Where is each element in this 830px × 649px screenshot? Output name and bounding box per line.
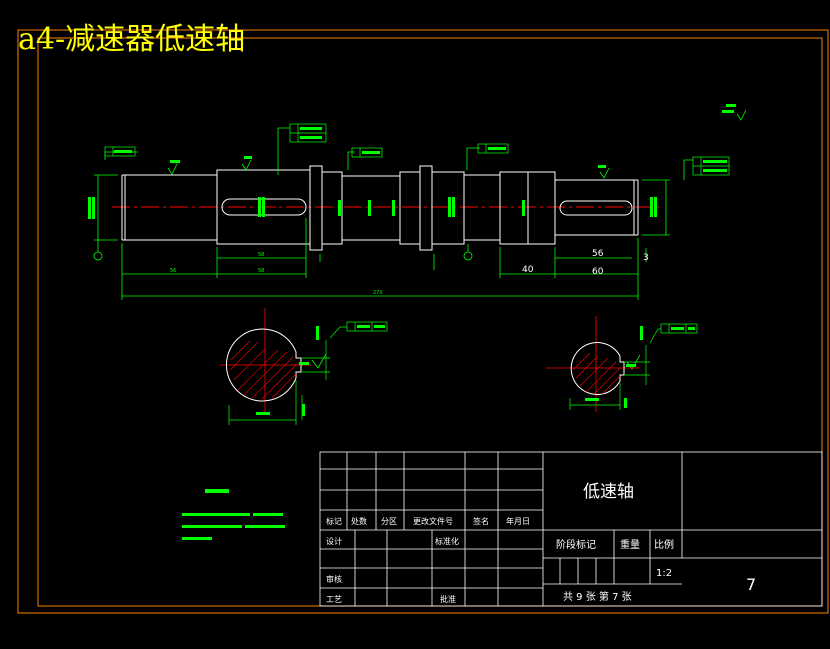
dim-label-left-segment: 56 [170,268,176,274]
dim-label-shoulder: 58 [258,268,264,274]
tolerance-frames [104,123,730,334]
dim-label-keyway-right: 56 [592,249,604,259]
tb-scale-value: 1:2 [656,568,672,579]
shaft-outline [121,165,639,251]
tb-header-date: 年月日 [506,516,530,526]
tb-design: 设计 [326,536,342,546]
drawing-name: 低速轴 [583,482,634,502]
annotation-marks [88,104,736,416]
section-view-right [546,316,661,412]
dimension-lines [94,127,693,300]
tb-header-change-doc: 更改文件号 [413,516,453,526]
tb-header-zone: 分区 [381,517,397,526]
tb-header-mark: 标记 [326,516,342,526]
roughness-marks [167,109,747,370]
outer-frame [17,29,829,614]
dimension-labels: 56 58 58 270 [170,252,383,296]
tb-stage-mark: 阶段标记 [556,538,596,551]
dim-label-keyway-left: 58 [258,252,264,258]
dim-label-section-right: 40 [522,265,534,275]
dimension-labels-large: 40 56 60 3 [522,249,649,277]
tb-weight: 重量 [620,538,640,551]
technical-requirements [182,489,285,540]
section-view-left [220,308,347,425]
title-block-text: 标记 处数 分区 更改文件号 签名 年月日 设计 标准化 审核 工艺 批准 低速… [326,482,756,604]
tb-process: 工艺 [326,595,342,604]
tb-scale-label: 比例 [654,538,674,551]
tb-standardize: 标准化 [435,536,459,546]
title-block-grid [319,451,823,607]
overlay-title: a4-减速器低速轴 [18,22,246,57]
tb-approve: 批准 [440,594,456,604]
tb-review: 审核 [326,574,342,584]
dim-label-right-gap: 3 [643,253,649,263]
tb-header-count: 处数 [351,516,367,526]
tb-sheet-number: 7 [746,575,756,594]
dim-label-total: 270 [373,290,383,296]
tb-header-signature: 签名 [473,516,489,526]
dim-label-right-end: 60 [592,267,604,277]
tb-sheets: 共 9 张 第 7 张 [563,590,632,603]
datum-markers [93,251,473,261]
